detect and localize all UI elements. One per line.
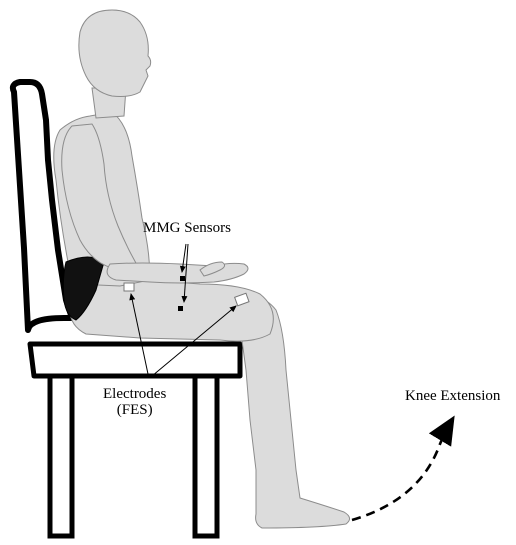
mmg-sensor-lower — [178, 306, 183, 311]
chair-seat — [30, 344, 240, 376]
chair-leg-right — [195, 376, 217, 536]
electrode-pad-proximal — [124, 283, 134, 291]
thigh — [70, 278, 273, 341]
mmg-sensor-upper — [180, 276, 185, 281]
forearm-hand — [107, 263, 248, 283]
head — [79, 10, 151, 97]
knee-extension-arrow — [352, 420, 452, 520]
chair-leg-left — [50, 376, 72, 536]
